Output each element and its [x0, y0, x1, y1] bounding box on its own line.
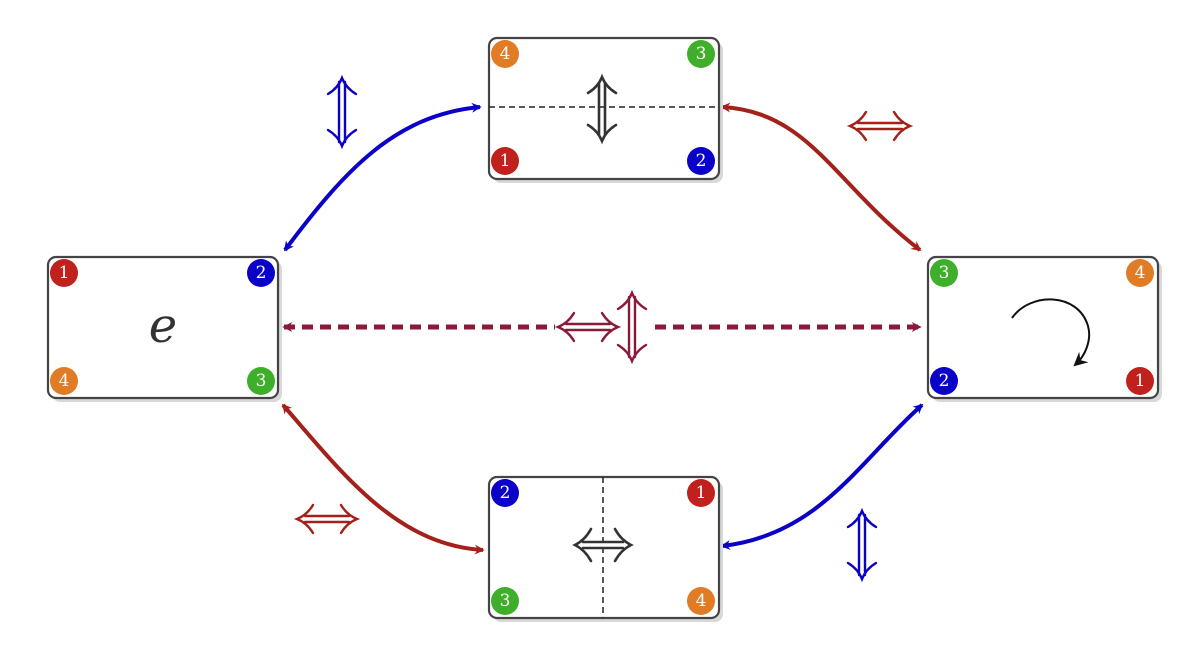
- corner-badge-br: 1: [1126, 367, 1154, 395]
- svg-text:2: 2: [939, 371, 950, 391]
- corner-badge-tr: 2: [247, 259, 275, 287]
- horizontal-arrow-icon: [846, 110, 914, 142]
- horizontal-double-arrow-icon: [572, 527, 634, 563]
- svg-text:3: 3: [256, 371, 267, 391]
- svg-text:2: 2: [256, 263, 267, 283]
- horizontal-and-vertical-arrow-icon: [554, 289, 648, 365]
- svg-text:4: 4: [696, 591, 707, 611]
- svg-text:2: 2: [500, 483, 511, 503]
- horizontal-arrow-icon: [293, 503, 361, 535]
- svg-text:3: 3: [500, 591, 511, 611]
- svg-text:1: 1: [1135, 371, 1146, 391]
- corner-badge-br: 4: [687, 587, 715, 615]
- horizontal-flip-node: 4 3 1 2: [487, 36, 723, 183]
- corner-badge-br: 3: [247, 367, 275, 395]
- svg-text:1: 1: [696, 483, 707, 503]
- corner-badge-tl: 1: [50, 259, 78, 287]
- corner-badge-tl: 3: [930, 259, 958, 287]
- corner-badge-tl: 2: [491, 479, 519, 507]
- svg-text:4: 4: [500, 44, 511, 64]
- corner-badge-tr: 1: [687, 479, 715, 507]
- vertical-arrow-icon: [846, 507, 878, 583]
- edge-hflip-rotation: [720, 102, 922, 252]
- identity-node: e 1 2 4 3: [46, 255, 282, 402]
- svg-text:3: 3: [939, 263, 950, 283]
- svg-text:1: 1: [500, 151, 511, 171]
- corner-badge-bl: 1: [491, 147, 519, 175]
- corner-badge-bl: 2: [930, 367, 958, 395]
- vertical-arrow-icon: [326, 74, 358, 150]
- corner-badge-tr: 4: [1126, 259, 1154, 287]
- edge-vflip-rotation: [720, 403, 924, 551]
- corner-badge-bl: 3: [491, 587, 519, 615]
- rotation-node: 3 4 2 1: [926, 255, 1162, 402]
- clockwise-rotation-icon: [1011, 298, 1091, 367]
- vertical-double-arrow-icon: [586, 73, 618, 145]
- corner-badge-br: 2: [687, 147, 715, 175]
- svg-text:3: 3: [696, 44, 707, 64]
- vertical-flip-node: 2 1 3 4: [487, 475, 723, 622]
- corner-badge-bl: 4: [50, 367, 78, 395]
- svg-text:1: 1: [59, 263, 70, 283]
- svg-text:4: 4: [1135, 263, 1146, 283]
- edges: [281, 102, 924, 555]
- corner-badge-tr: 3: [687, 40, 715, 68]
- svg-text:4: 4: [59, 371, 70, 391]
- edge-identity-hflip: [283, 102, 482, 252]
- edge-identity-vflip: [281, 403, 485, 555]
- identity-symbol: e: [149, 298, 177, 354]
- corner-badge-tl: 4: [491, 40, 519, 68]
- svg-text:2: 2: [696, 151, 707, 171]
